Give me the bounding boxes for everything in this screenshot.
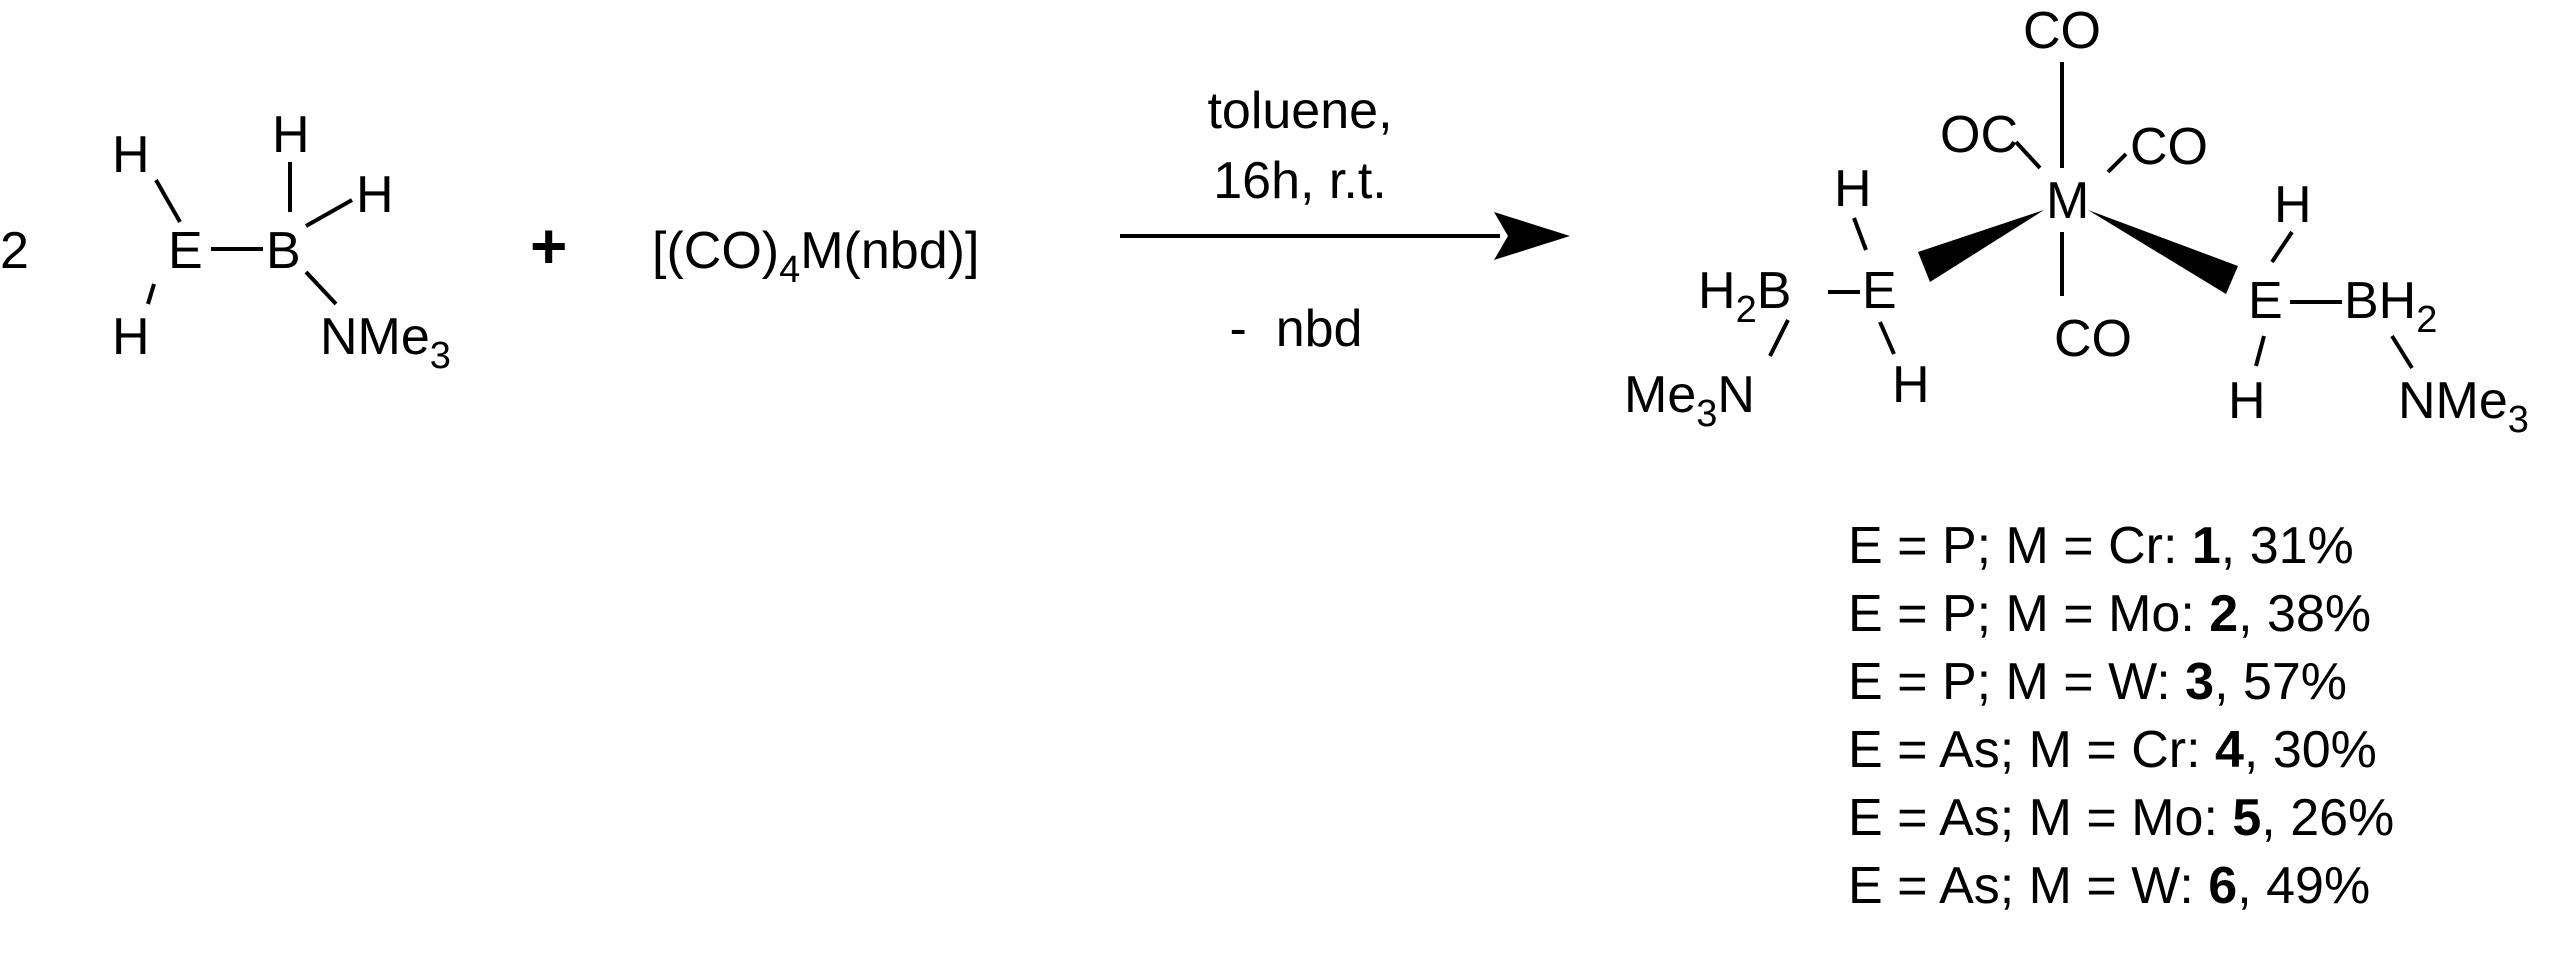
yield-conditions: E = As; M = W: <box>1848 857 2209 915</box>
bond-line <box>2014 140 2042 170</box>
compound-number: 4 <box>2215 721 2244 779</box>
yield-list: E = P; M = Cr: 1, 31% E = P; M = Mo: 2, … <box>1848 512 2548 920</box>
product-complex: M CO CO OC CO H E H H2B Me3N H E H BH2 <box>1624 2 2529 441</box>
bond-line <box>146 283 156 305</box>
yield-row: E = As; M = Mo: 5, 26% <box>1848 784 2548 852</box>
yield-conditions: E = P; M = Cr: <box>1848 517 2192 575</box>
compound-number: 1 <box>2191 517 2221 575</box>
bond-line <box>1768 319 1790 357</box>
yield-value: , 30% <box>2243 721 2377 779</box>
atom-h: H <box>112 308 150 366</box>
yield-conditions: E = P; M = Mo: <box>1848 585 2210 643</box>
atom-h: H <box>112 126 150 184</box>
yield-value: , 31% <box>2220 517 2354 575</box>
atom-e: E <box>168 222 203 280</box>
atom-h: H <box>356 166 394 224</box>
yield-conditions: E = P; M = W: <box>1848 653 2186 711</box>
bond-line <box>2270 230 2294 264</box>
compound-number: 3 <box>2185 653 2215 711</box>
condition-time-temperature: 16h, r.t. <box>1213 152 1386 210</box>
carbonyl-bottom: CO <box>2054 310 2132 368</box>
yield-conditions: E = As; M = Mo: <box>1848 789 2233 847</box>
atom-h: H <box>272 106 310 164</box>
atom-h: H <box>1892 356 1930 414</box>
wedge-bond-left <box>1918 210 2044 282</box>
yield-value: , 26% <box>2261 789 2395 847</box>
atom-h: H <box>2274 176 2312 234</box>
carbonyl-left: OC <box>1940 106 2018 164</box>
atom-bh2-right: BH2 <box>2344 272 2437 341</box>
stoichiometric-coefficient: 2 <box>0 222 29 280</box>
yield-value: , 49% <box>2237 857 2371 915</box>
compound-number: 5 <box>2232 789 2262 847</box>
atom-h: H <box>2228 372 2266 430</box>
plus-sign: + <box>530 210 567 282</box>
yield-conditions: E = As; M = Cr: <box>1848 721 2215 779</box>
bond-line <box>2106 152 2128 174</box>
yield-row: E = As; M = W: 6, 49% <box>1848 852 2548 920</box>
bond-line <box>1852 217 1868 251</box>
yield-row: E = P; M = Cr: 1, 31% <box>1848 512 2548 580</box>
metal-complex-formula: [(CO)4M(nbd)] <box>652 222 979 291</box>
reaction-arrow <box>1120 212 1570 260</box>
yield-row: E = As; M = Cr: 4, 30% <box>1848 716 2548 784</box>
atom-e-right: E <box>2248 272 2283 330</box>
byproduct-label: - nbd <box>1230 300 1363 358</box>
atom-nme3: NMe3 <box>320 308 451 377</box>
bond-line <box>304 270 338 306</box>
yield-row: E = P; M = Mo: 2, 38% <box>1848 580 2548 648</box>
condition-solvent: toluene, <box>1207 82 1392 140</box>
yield-row: E = P; M = W: 3, 57% <box>1848 648 2548 716</box>
bond-line <box>1878 321 1896 355</box>
atom-nme3-left: Me3N <box>1624 366 1755 435</box>
atom-e-left: E <box>1862 262 1897 320</box>
bond-line <box>2254 335 2266 367</box>
bond-line <box>154 179 182 223</box>
arrow-head <box>1494 212 1570 260</box>
carbonyl-right: CO <box>2130 118 2208 176</box>
reactant-lewis-base-adduct: 2 H E H B H H NMe3 <box>0 106 451 377</box>
atom-b: B <box>266 222 301 280</box>
atom-h: H <box>1834 160 1872 218</box>
atom-bh2-left: H2B <box>1698 262 1791 331</box>
wedge-bond-right <box>2088 210 2238 294</box>
bond-line <box>2390 334 2414 370</box>
yield-value: , 57% <box>2214 653 2348 711</box>
bond-line <box>305 198 353 228</box>
yield-value: , 38% <box>2238 585 2372 643</box>
compound-number: 6 <box>2208 857 2238 915</box>
atom-m: M <box>2046 172 2089 230</box>
carbonyl-top: CO <box>2023 2 2101 60</box>
compound-number: 2 <box>2209 585 2239 643</box>
atom-nme3-right: NMe3 <box>2398 372 2529 441</box>
